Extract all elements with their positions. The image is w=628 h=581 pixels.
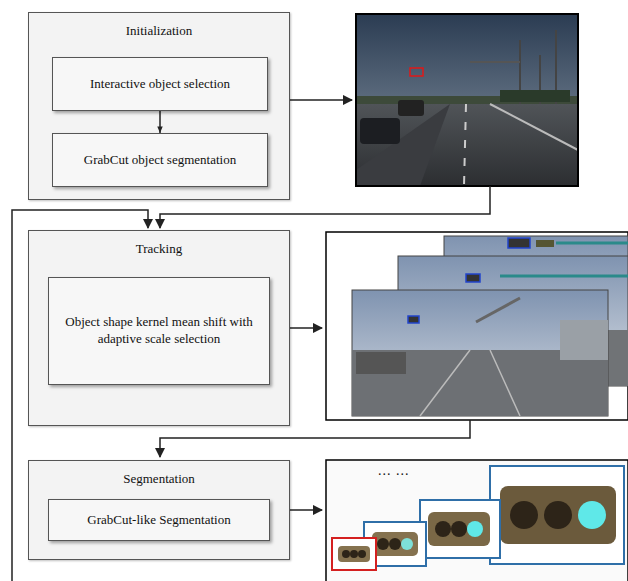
stage-box: TrackingObject shape kernel mean shift w…: [28, 230, 290, 426]
process-box: Interactive object selection: [52, 57, 268, 111]
stage-box: SegmentationGrabCut-like Segmentation: [28, 460, 290, 560]
process-box: GrabCut-like Segmentation: [48, 499, 270, 541]
process-box: Object shape kernel mean shift with adap…: [48, 277, 270, 385]
segmentation-results: [326, 460, 628, 581]
stage-title: Segmentation: [29, 471, 289, 488]
road-photo: [356, 14, 578, 186]
flow-lines: [12, 100, 490, 581]
stage-title: Initialization: [29, 23, 289, 40]
process-label: Interactive object selection: [90, 76, 230, 93]
flow-arrow: [157, 111, 162, 133]
process-label: GrabCut object segmentation: [84, 152, 236, 169]
process-label: GrabCut-like Segmentation: [87, 512, 230, 529]
process-box: GrabCut object segmentation: [52, 133, 268, 187]
stage-box: InitializationInteractive object selecti…: [28, 12, 290, 200]
process-label: Object shape kernel mean shift with adap…: [57, 314, 261, 348]
ellipsis-label: ... ...: [378, 463, 410, 479]
stage-title: Tracking: [29, 241, 289, 258]
tracking-frames: [326, 232, 628, 420]
